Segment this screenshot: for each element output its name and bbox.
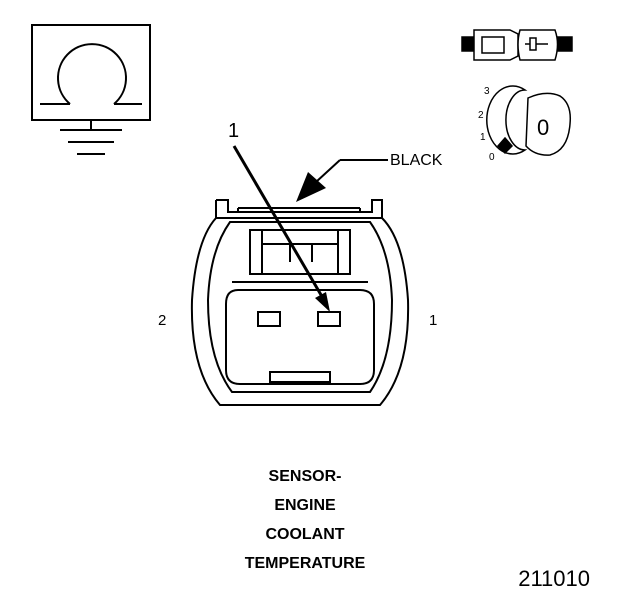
title-line-2: ENGINE [274,497,336,514]
pin-left-label: 2 [158,312,167,329]
key-position-0: 0 [489,152,495,163]
pin-right-label: 1 [429,312,438,329]
title-line-3: COOLANT [265,526,345,543]
title-line-4: TEMPERATURE [244,555,366,572]
terminal-cavity-2 [257,311,281,327]
figure-number: 211010 [518,566,590,591]
ground-icon [60,120,122,155]
key-position-3: 3 [484,86,490,97]
key-position-2: 2 [478,110,484,121]
key-label: 0 [537,115,550,140]
sensor-symbol [31,24,151,121]
key-position-1: 1 [480,132,486,143]
wire-color-leader [296,159,388,202]
terminal-cavity-1 [317,311,341,327]
title-line-1: SENSOR- [268,468,342,485]
connector-housing [190,199,410,406]
inline-connector-icon [461,29,573,61]
ignition-key-icon [486,85,572,156]
callout-number: 1 [228,120,240,142]
wire-color-label: BLACK [390,152,443,169]
callout-1-leader [232,145,330,312]
